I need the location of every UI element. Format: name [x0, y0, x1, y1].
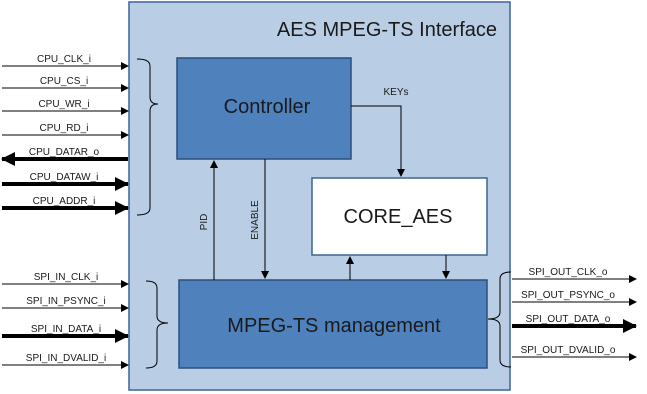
keys-label: KEYs — [383, 87, 408, 98]
controller-block — [176, 57, 352, 160]
outer-block-title: AES MPEG-TS Interface — [277, 19, 497, 41]
signal-label-spi-in-data-i: SPI_IN_DATA_i — [31, 324, 101, 335]
spi-out-signal-group: SPI_OUT_CLK_oSPI_OUT_PSYNC_oSPI_OUT_DATA… — [512, 267, 637, 361]
controller-label: Controller — [224, 96, 311, 118]
spi-out-brace — [487, 271, 512, 368]
signal-label-cpu-rd-i: CPU_RD_i — [40, 123, 89, 134]
spi-in-signal-group: SPI_IN_CLK_iSPI_IN_PSYNC_iSPI_IN_DATA_iS… — [2, 272, 129, 369]
core-aes-label: CORE_AES — [344, 206, 453, 228]
signal-label-cpu-dataw-i: CPU_DATAW_i — [30, 172, 99, 183]
signal-label-spi-out-clk-o: SPI_OUT_CLK_o — [529, 267, 608, 278]
spi-in-brace — [145, 280, 169, 369]
enable-label: ENABLE — [250, 200, 261, 240]
signal-label-cpu-cs-i: CPU_CS_i — [40, 76, 88, 87]
signal-label-spi-out-dvalid-o: SPI_OUT_DVALID_o — [521, 345, 616, 356]
signal-label-spi-in-clk-i: SPI_IN_CLK_i — [34, 272, 98, 283]
mpeg-ts-label: MPEG-TS management — [227, 315, 441, 337]
cpu-signal-group: CPU_CLK_iCPU_CS_iCPU_WR_iCPU_RD_iCPU_DAT… — [1, 54, 129, 215]
signal-label-cpu-clk-i: CPU_CLK_i — [37, 54, 91, 65]
signal-label-spi-in-psync-i: SPI_IN_PSYNC_i — [26, 296, 105, 307]
signal-label-spi-out-psync-o: SPI_OUT_PSYNC_o — [521, 290, 615, 301]
signal-label-cpu-wr-i: CPU_WR_i — [38, 99, 89, 110]
signal-label-spi-in-dvalid-i: SPI_IN_DVALID_i — [26, 353, 106, 364]
mpeg-ts-block — [178, 279, 488, 369]
signal-label-spi-out-data-o: SPI_OUT_DATA_o — [526, 314, 611, 325]
signal-label-cpu-datar-o: CPU_DATAR_o — [29, 147, 100, 158]
cpu-brace — [136, 58, 159, 216]
pid-label: PID — [199, 214, 210, 231]
signal-label-cpu-addr-i: CPU_ADDR_i — [33, 196, 96, 207]
core-aes-block — [311, 177, 488, 256]
keys-arrow — [351, 105, 405, 177]
